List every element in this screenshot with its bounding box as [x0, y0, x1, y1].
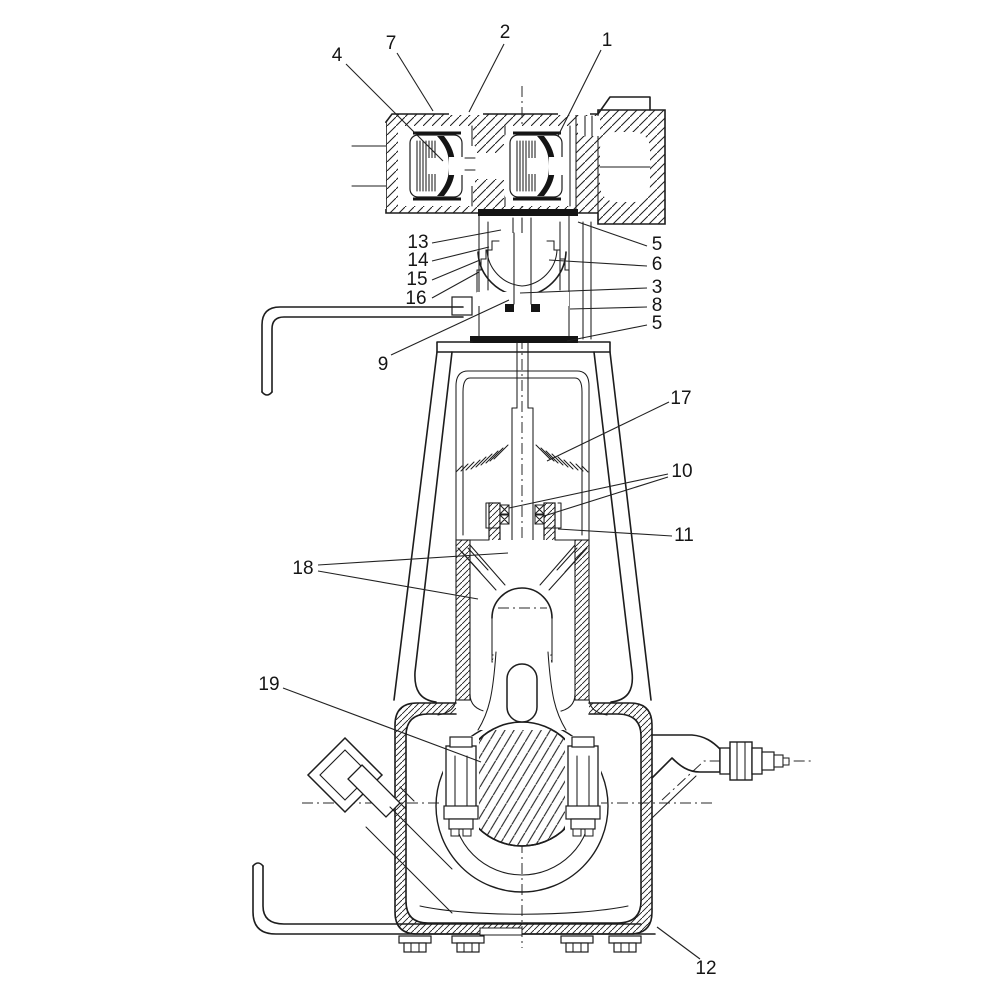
callout-6: 6 — [652, 254, 663, 275]
foundation-bolt — [608, 935, 642, 953]
callout-18: 18 — [292, 558, 313, 579]
callout-9: 9 — [378, 354, 389, 375]
center-tab — [479, 927, 523, 936]
cap-nut — [504, 218, 542, 233]
foundation-bolt — [398, 935, 432, 953]
diaphragm-clamp-band — [478, 209, 578, 216]
seat-arc-inner — [486, 249, 558, 287]
callout-5a: 5 — [652, 234, 663, 255]
hose-barb — [761, 751, 775, 771]
plunger-housing — [437, 539, 608, 716]
foundation-bolt — [560, 935, 594, 953]
casing-floor — [419, 905, 629, 915]
callout-5b: 5 — [652, 313, 663, 334]
end-cap-left — [351, 123, 387, 209]
clamp-bolt-left — [443, 736, 479, 837]
spring-hatch-marks — [455, 444, 589, 473]
packing-rings — [499, 504, 545, 525]
poppet-left — [437, 136, 455, 196]
hex-plug-right — [578, 115, 686, 202]
angled-fitting-left — [306, 736, 453, 914]
top-pad-right — [558, 108, 590, 115]
crank-casing — [394, 650, 653, 953]
callout-1: 1 — [602, 30, 613, 51]
clamp-bolt-right — [565, 736, 601, 837]
valve-cartridge-right — [504, 129, 568, 203]
diaphragm-head — [451, 215, 592, 343]
leader-lines — [282, 43, 701, 960]
poppet-right — [537, 136, 555, 196]
callout-labels: 4 7 2 1 13 14 15 16 9 5 6 3 8 5 17 10 11… — [258, 22, 716, 979]
callout-14: 14 — [407, 250, 429, 271]
top-pad-left — [449, 108, 483, 115]
callout-8: 8 — [652, 295, 663, 316]
elbow-fitting-right — [651, 734, 790, 819]
hex-nut — [729, 741, 753, 781]
callout-2: 2 — [500, 22, 511, 43]
callout-11: 11 — [674, 525, 694, 546]
mounting-bracket — [252, 306, 656, 935]
callout-12: 12 — [695, 958, 716, 979]
gland-bushing — [485, 502, 562, 548]
lower-clamp-flange — [470, 336, 578, 343]
stand-frame — [393, 341, 652, 703]
callout-17: 17 — [670, 388, 691, 409]
valve-manifold — [351, 96, 686, 225]
callout-4: 4 — [332, 45, 343, 66]
side-ear — [451, 296, 473, 316]
connecting-rod-slot — [506, 663, 538, 723]
callout-16: 16 — [405, 288, 426, 309]
valve-cartridge-left — [404, 129, 476, 203]
callout-3: 3 — [652, 277, 663, 298]
callout-7: 7 — [386, 33, 397, 54]
foundation-bolt — [451, 935, 485, 953]
callout-10: 10 — [671, 461, 692, 482]
foundation-bolts — [398, 927, 642, 953]
callout-19: 19 — [258, 674, 279, 695]
callout-13: 13 — [407, 232, 428, 253]
callout-15: 15 — [406, 269, 427, 290]
